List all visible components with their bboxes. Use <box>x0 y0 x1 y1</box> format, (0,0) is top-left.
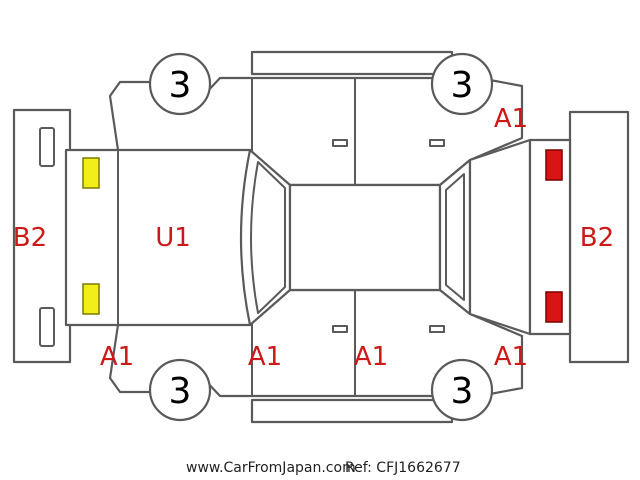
tailgate <box>468 138 532 336</box>
code-rear-fender-top: A1 <box>494 104 528 134</box>
top-door-handle-rear <box>429 139 445 147</box>
code-front-door-bottom: A1 <box>248 342 282 372</box>
footer-site: www.CarFromJapan.com <box>186 460 356 476</box>
code-front-fender-bottom: A1 <box>100 342 134 372</box>
front-bumper-slot-top <box>39 127 55 167</box>
front-bumper-slot-bottom <box>39 307 55 347</box>
tyre-front-top-label: 3 <box>169 65 192 106</box>
rear-window-inner <box>445 173 465 301</box>
top-door-handle-front <box>332 139 348 147</box>
bottom-side-strip <box>250 398 454 424</box>
tyre-front-bottom: 3 <box>148 358 212 422</box>
bottom-door-handle-front <box>332 325 348 333</box>
tyre-rear-bottom: 3 <box>430 358 494 422</box>
tyre-front-top: 3 <box>148 52 212 116</box>
top-side-strip <box>250 50 454 76</box>
code-rear-bumper: B2 <box>580 223 614 253</box>
code-front-bumper: B2 <box>13 223 47 253</box>
tyre-front-bottom-label: 3 <box>169 371 192 412</box>
roof <box>288 183 442 292</box>
code-hood: U1 <box>155 223 191 253</box>
bottom-door-handle-rear <box>429 325 445 333</box>
windshield-inner <box>250 161 286 314</box>
tail-lamp-top <box>545 149 563 181</box>
front-bumper <box>12 108 72 364</box>
tyre-rear-bottom-label: 3 <box>451 371 474 412</box>
footer-ref: Ref: CFJ1662677 <box>345 460 461 476</box>
headlamp-top <box>82 157 100 189</box>
tyre-rear-top: 3 <box>430 52 494 116</box>
tyre-rear-top-label: 3 <box>451 65 474 106</box>
code-rear-door-bottom: A1 <box>354 342 388 372</box>
headlamp-bottom <box>82 283 100 315</box>
tail-lamp-bottom <box>545 291 563 323</box>
code-rear-fender-bottom: A1 <box>494 342 528 372</box>
